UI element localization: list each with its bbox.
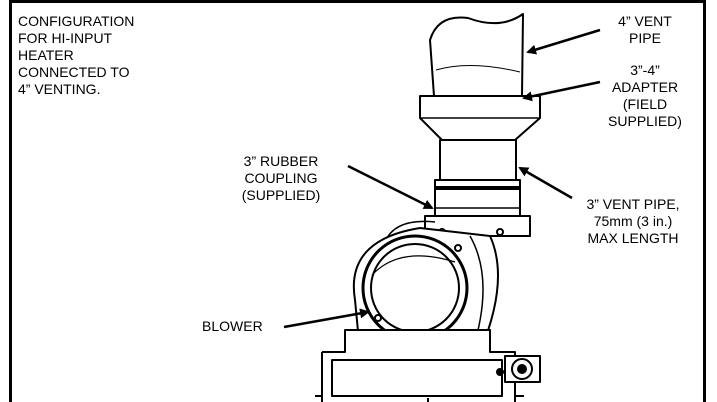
label-blower: BLOWER bbox=[202, 318, 263, 334]
label-3in-vent-pipe: 3” VENT PIPE, 75mm (3 in.) MAX LENGTH bbox=[586, 196, 680, 246]
label-4in-vent-pipe: 4” VENT PIPE bbox=[618, 13, 672, 46]
arrow-coupling bbox=[347, 164, 434, 210]
label-configuration: CONFIGURATION FOR HI-INPUT HEATER CONNEC… bbox=[18, 13, 135, 97]
vent-pipe-3in bbox=[439, 139, 517, 181]
label-rubber-coupling: 3” RUBBER COUPLING (SUPPLIED) bbox=[241, 153, 321, 203]
rubber-coupling bbox=[434, 179, 521, 217]
arrow-blower bbox=[283, 308, 370, 329]
diagram-frame bbox=[9, 0, 706, 402]
vent-pipe-4in bbox=[429, 13, 524, 97]
arrow-vent3 bbox=[518, 166, 573, 200]
label-adapter: 3”-4” ADAPTER (FIELD SUPPLIED) bbox=[608, 62, 682, 129]
arrow-adapter bbox=[522, 80, 601, 102]
arrow-vent4 bbox=[526, 28, 601, 55]
